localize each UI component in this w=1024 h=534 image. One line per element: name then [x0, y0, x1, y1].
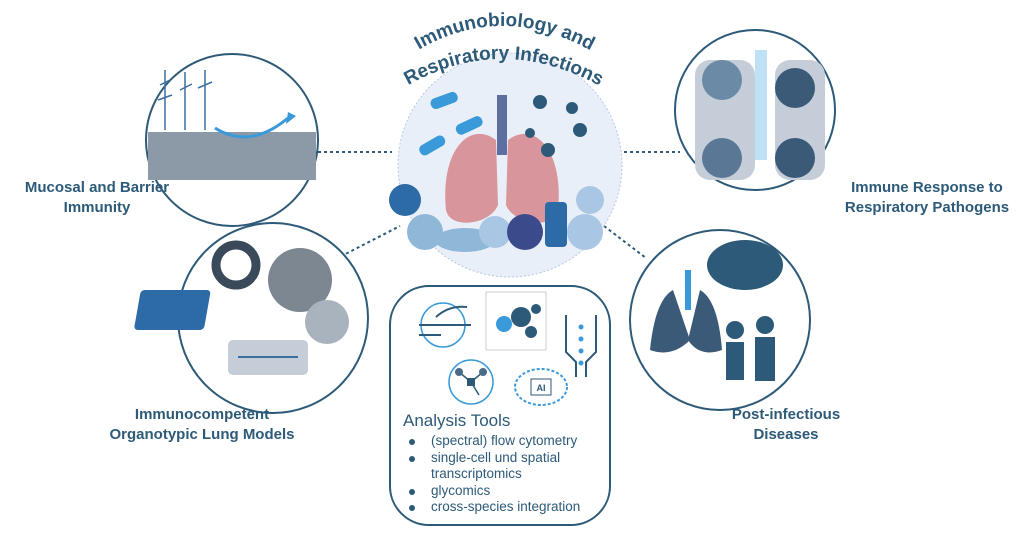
dna-icon: [419, 302, 471, 348]
topic-line: Respiratory Pathogens: [844, 199, 1010, 216]
post-infectious-circle: [629, 229, 811, 411]
tsne-plot-icon: [485, 291, 547, 351]
analysis-tools-title: Analysis Tools: [403, 411, 511, 430]
mucosal-barrier-circle: [145, 53, 319, 227]
topic-label-immune-response: Immune Response to Respiratory Pathogens: [832, 178, 1022, 218]
ai-brain-icon: AI: [514, 368, 568, 406]
list-item: glycomics: [405, 483, 581, 500]
topic-label-post-infectious: Post-infectious Diseases: [716, 405, 856, 445]
bacteria-icons: [419, 91, 483, 156]
organotypic-models-circle: [134, 222, 369, 414]
ai-badge: AI: [537, 383, 546, 393]
list-item: (spectral) flow cytometry: [405, 433, 581, 450]
network-icon: [448, 359, 494, 405]
analysis-tools-box: AI Analysis Tools (spectral) flow cytome…: [389, 285, 611, 526]
lungs-icon: [445, 95, 559, 223]
topic-line: Diseases: [753, 426, 819, 443]
topic-line: Post-infectious: [731, 406, 841, 423]
topic-line: Immune Response to: [851, 179, 1003, 196]
topic-label-organotypic: Immunocompetent Organotypic Lung Models: [96, 405, 308, 445]
topic-line: Mucosal and Barrier: [24, 179, 170, 196]
virus-icons: [525, 95, 587, 157]
topic-line: Organotypic Lung Models: [109, 426, 295, 443]
topic-line: Immunocompetent: [134, 406, 270, 423]
analysis-tools-list: (spectral) flow cytometry single-cell un…: [405, 433, 581, 516]
immune-response-circle: [674, 29, 836, 191]
topic-line: Immunity: [63, 199, 131, 216]
list-item: cross-species integration: [405, 499, 581, 516]
flow-channel-icon: [565, 315, 597, 377]
analysis-icons: AI: [419, 291, 597, 406]
immune-cells-icon: [389, 184, 604, 252]
topic-label-mucosal: Mucosal and Barrier Immunity: [6, 178, 188, 218]
list-item: single-cell und spatial transcriptomics: [405, 450, 581, 483]
